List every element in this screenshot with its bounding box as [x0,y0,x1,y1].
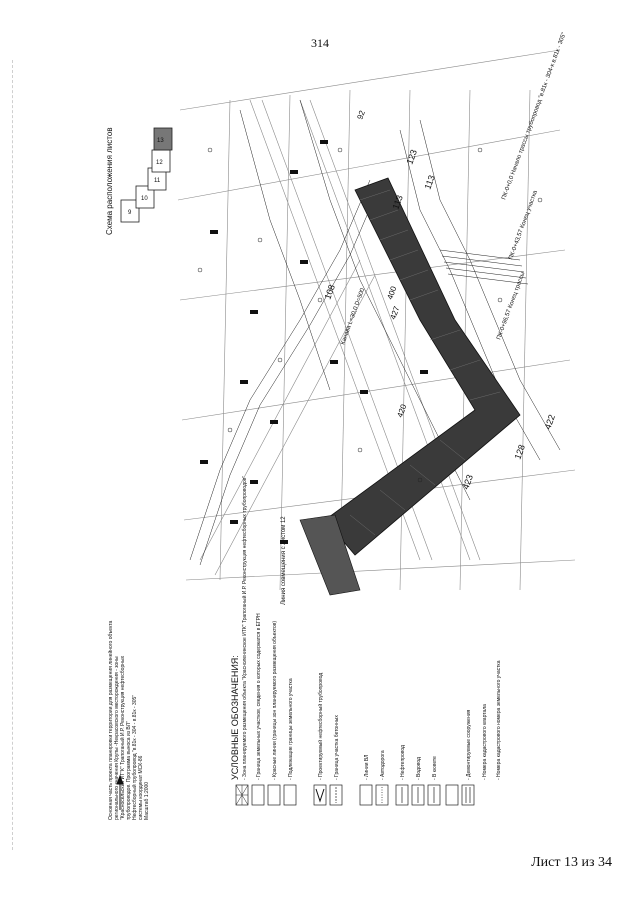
legend-item-10: - Водовод [416,757,422,780]
legend-item-6: - Граница участка бетонных [334,715,340,780]
desc-line-2: регионального значения Крупы -Некрасовск… [114,656,120,820]
scheme-cell-11: 11 [154,178,161,184]
pipeline-hatch [349,189,501,536]
legend-item-4: - Подлежащие границы земельного участка [288,678,294,780]
scheme-cell-10: 10 [141,196,148,202]
legend-symbols [235,784,475,806]
label-near-start: ПК-0+43,57 Конец участка [508,189,539,260]
legend-item-2: - Граница земельных участков, сведения о… [256,613,262,780]
legend-item-8: - Автодорога [380,750,386,780]
page-number: 314 [311,36,329,50]
label-num-7: 422 [542,413,557,431]
scheme-cell-13: 13 [157,138,164,144]
legend-item-14: - Номера кадастрового номера земельного … [496,660,502,780]
legend-item-7: - Линии ВЛ [364,755,370,780]
legend-item-5: - Проектируемый нефтесборный трубопровод [317,673,324,780]
legend-item-9: - Нефтепровод [400,745,406,780]
desc-line-3: "Красносельский ИТ"К" Трапоганый И.Р. Ре… [119,655,126,820]
label-num-4: 123 [404,148,419,166]
pipeline-zone [299,177,521,596]
description-text: Основная часть проекта планировки террит… [107,620,150,820]
label-num-10: 420 [395,403,408,419]
north-arrow-icon [116,774,124,810]
desc-line-1: Основная часть проекта планировки террит… [107,620,114,820]
label-num-1: 108 [322,283,337,301]
legend-item-11: - В кювете [432,756,438,780]
label-num-11: 92 [355,109,367,121]
desc-line-6: системы координат МСК-86 [138,755,144,820]
desc-line-7: Масштаб 1:2000 [144,782,150,820]
scheme-label: Схема расположения листов [105,127,114,235]
sheet-footer: Лист 13 из 34 [531,855,612,870]
label-match-line: Линия совмещения с листом 12 [281,516,287,605]
label-num-3: 113 [390,194,404,211]
desc-line-4: трубопроводов. Программа выноса из ВЛ" [126,721,132,820]
legend-title: УСЛОВНЫЕ ОБОЗНАЧЕНИЯ: [230,655,240,780]
legend-item-3: - Красные линии (границы зон планируемог… [272,621,278,780]
desc-line-5: Нефтесборный трубопровод "в.81к - 304 - … [131,695,138,820]
scheme-cell-9: 9 [128,210,132,216]
label-num-6: 400 [385,285,398,301]
label-start: ПК-0+0,0 Начало трассы трубопровод "в.81… [501,32,567,201]
label-num-5: 128 [512,443,527,461]
legend-item-1: - Зона планируемого размещения объекта "… [241,476,248,780]
legend-text: УСЛОВНЫЕ ОБОЗНАЧЕНИЯ: - Зона планируемог… [230,476,502,780]
legend-item-13: - Номера кадастрового квартала [482,704,488,780]
plan-dense-linework [189,99,561,566]
pipe-array [439,249,529,285]
survey-markers [200,140,428,544]
scheme-cell-12: 12 [156,160,163,166]
sheet-layout-scheme [120,127,173,223]
legend-item-12: - Демонтируемые сооружения [466,709,472,780]
sheet-layout-scheme-labels: 9 10 11 12 13 [128,138,164,216]
left-margin-rule [12,60,14,850]
label-num-2: 113 [422,174,436,191]
label-pipe: Канава L=30,0 D=500 [340,287,366,346]
point-symbols [197,147,543,483]
label-num-9: 427 [388,305,401,321]
label-num-8: 423 [460,473,475,491]
